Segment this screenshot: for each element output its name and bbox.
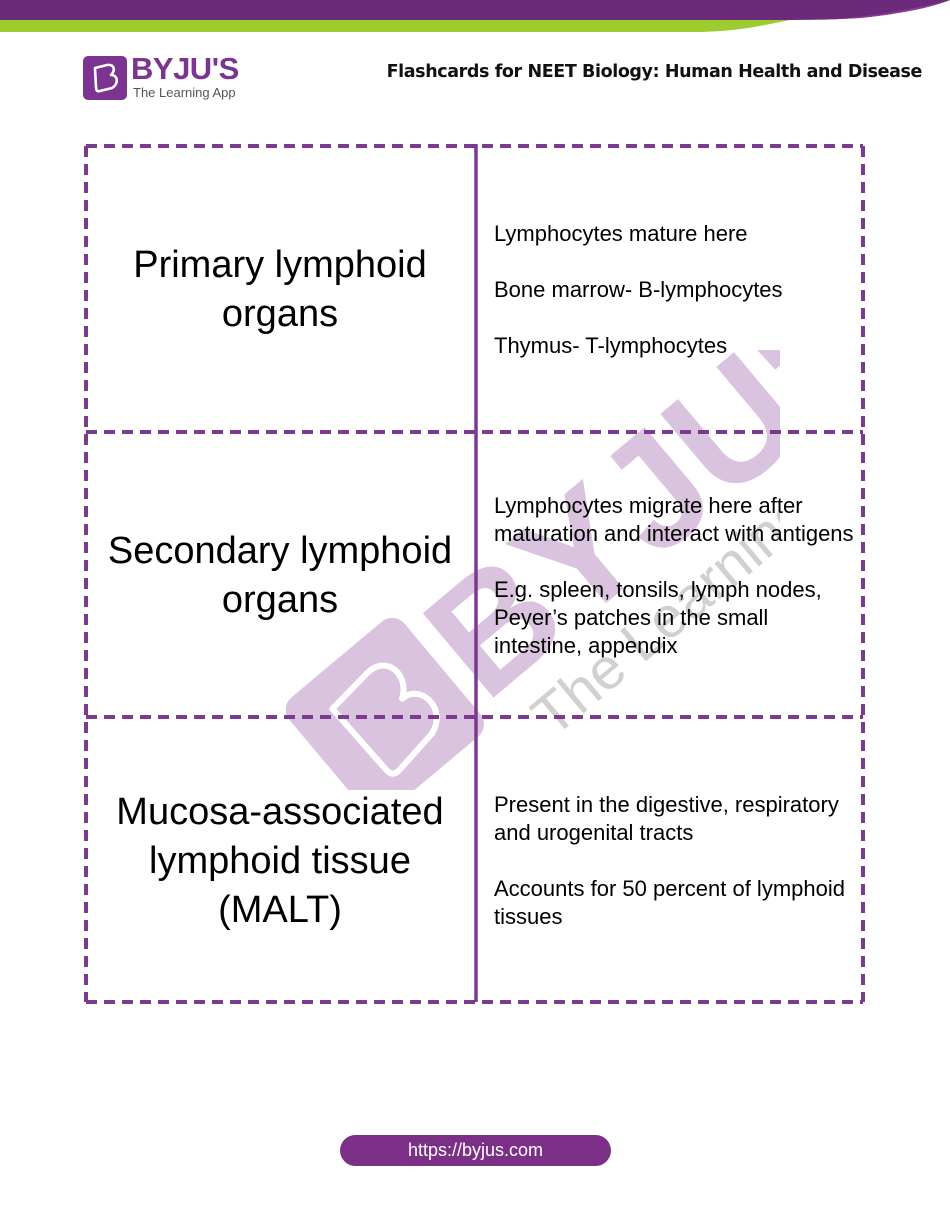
flashcard-row: Primary lymphoid organs Lymphocytes matu… [84,148,865,432]
byjus-b-logo-icon [83,56,127,100]
document-title: Flashcards for NEET Biology: Human Healt… [386,62,923,82]
flashcard-term: Secondary lymphoid organs [107,530,453,621]
definition-line: Bone marrow- B-lymphocytes [494,277,783,302]
definition-line: Lymphocytes mature here [494,221,748,246]
flashcard-row: Mucosa-associated lymphoid tissue (MALT)… [84,719,865,1003]
logo-tagline: The Learning App [133,85,236,100]
flashcard-grid-lines [84,144,865,1004]
definition-line: Accounts for 50 percent of lymphoid tiss… [494,876,845,929]
flashcard-definition: Lymphocytes migrate here after maturatio… [476,434,865,718]
flashcard-table: Primary lymphoid organs Lymphocytes matu… [84,144,865,1004]
footer-url-link[interactable]: https://byjus.com [340,1135,611,1166]
logo-wordmark: BYJU'S [131,51,239,86]
byjus-logo: BYJU'S The Learning App [83,51,248,102]
flashcard-definition: Lymphocytes mature here Bone marrow- B-l… [476,148,865,432]
flashcard-term: Primary lymphoid organs [133,244,427,335]
definition-line: Present in the digestive, respiratory an… [494,792,839,845]
definition-line: Lymphocytes migrate here after maturatio… [494,493,854,546]
flashcard-definition: Present in the digestive, respiratory an… [476,719,865,1003]
flashcard-row: Secondary lymphoid organs Lymphocytes mi… [84,434,865,718]
top-banner [0,0,950,32]
definition-line: E.g. spleen, tonsils, lymph nodes, Peyer… [494,577,822,658]
flashcard-term: Mucosa-associated lymphoid tissue (MALT) [116,790,444,931]
definition-line: Thymus- T-lymphocytes [494,333,728,358]
